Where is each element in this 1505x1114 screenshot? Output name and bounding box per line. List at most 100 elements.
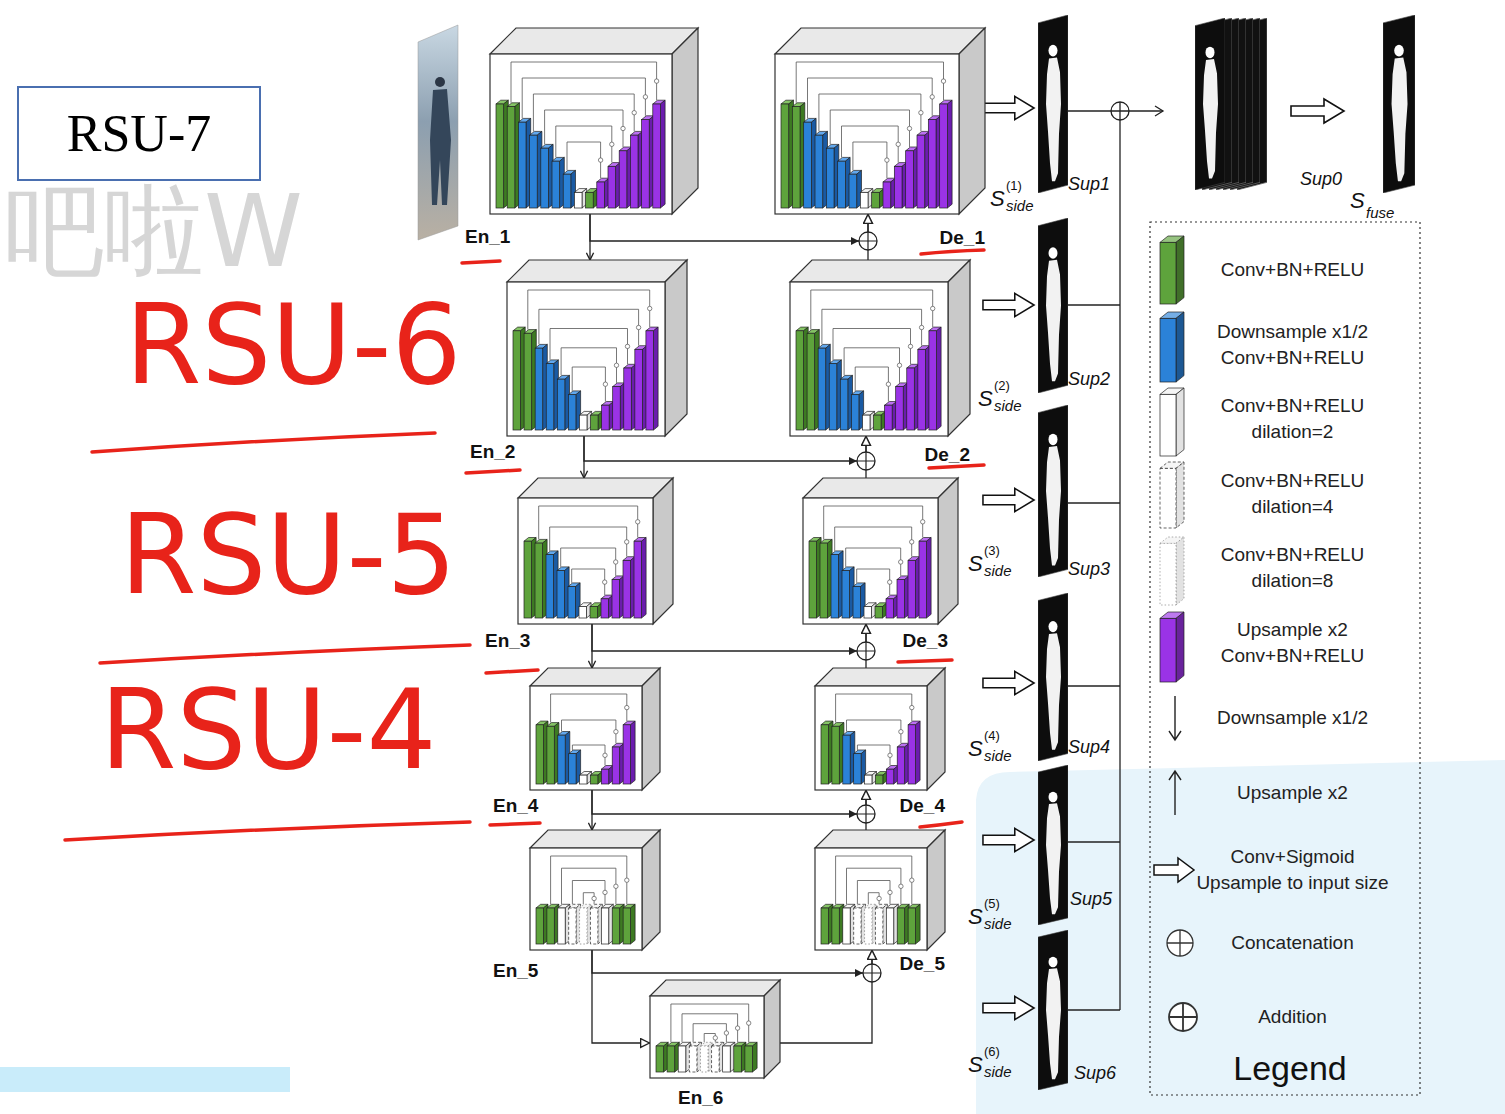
bar-front [535, 348, 543, 430]
legend-swatch [1150, 913, 1210, 973]
residual-line [551, 856, 627, 904]
block-drawing [650, 980, 780, 1078]
bar-front [623, 908, 630, 944]
concat-dot [921, 520, 925, 524]
concat-dot [896, 142, 900, 146]
bar-front [826, 148, 834, 208]
bar-front [1160, 618, 1176, 682]
bar-front [623, 725, 630, 784]
residual-line [833, 329, 911, 365]
connector-line [584, 436, 857, 461]
legend-swatch [1150, 535, 1194, 611]
bar-front [832, 726, 839, 784]
box-front [775, 54, 959, 214]
bar-front [843, 908, 850, 944]
bar-side [947, 100, 952, 208]
concat-dot [899, 560, 903, 564]
box-side [653, 478, 673, 624]
bar-side [1176, 612, 1184, 682]
concat-dot [885, 158, 889, 162]
legend-swatch [1150, 234, 1194, 310]
bar-front [518, 122, 526, 208]
bar-side [631, 721, 636, 784]
connector [592, 624, 875, 660]
connector [780, 950, 872, 1043]
connector-line [592, 950, 863, 973]
concat-dot [931, 306, 935, 310]
residual-line [682, 1014, 738, 1043]
block-label: De_1 [940, 227, 985, 249]
bar-side [1176, 462, 1184, 528]
concat-dot [603, 753, 607, 757]
box-top [507, 260, 687, 282]
concat-dot [910, 878, 914, 882]
block-drawing [530, 830, 660, 950]
connector [866, 790, 867, 830]
legend-text: Conv+BN+RELU dilation=2 [1190, 393, 1395, 444]
bar-front [917, 135, 925, 208]
bar-front [608, 166, 616, 208]
residual-line [830, 110, 909, 147]
bar-front [653, 104, 661, 208]
concat-dot [747, 1021, 751, 1025]
bar-front [745, 1046, 753, 1072]
bar-front [897, 908, 904, 944]
concat-dot [907, 126, 911, 130]
connector-line [592, 624, 857, 651]
block-label: De_5 [900, 953, 945, 975]
bar-front [524, 333, 532, 430]
bar-front [862, 415, 870, 430]
bar-front [678, 1046, 686, 1072]
output-symbol: S [968, 904, 983, 929]
bar-side [1176, 388, 1184, 456]
box-side [938, 478, 958, 624]
bar-front [568, 587, 575, 618]
bar-front [865, 908, 872, 944]
block-drawing [803, 478, 958, 624]
concat-dot [910, 705, 914, 709]
bar-side [1176, 312, 1184, 382]
bar-front [865, 775, 872, 784]
residual-line [836, 694, 912, 723]
saliency-map [1038, 930, 1068, 1090]
connector-line [865, 624, 866, 642]
block-drawing [507, 260, 687, 436]
box-front [650, 996, 764, 1078]
block-drawing [790, 260, 970, 436]
block-arrow [1154, 858, 1194, 882]
output-symbol: S [1350, 188, 1365, 213]
concat-dot [598, 158, 602, 162]
bar-front [781, 104, 789, 208]
box-side [764, 980, 780, 1078]
bar-front [591, 415, 599, 430]
legend-text: Upsample x2 [1190, 780, 1395, 806]
output-subscript: side [984, 1063, 1012, 1080]
bar-front [908, 908, 915, 944]
supervision-name: Sup1 [1068, 174, 1110, 195]
concat-dot [919, 111, 923, 115]
residual-line [836, 856, 912, 904]
add-symbol [1169, 1003, 1197, 1031]
block-label: De_2 [925, 444, 970, 466]
concat-dot [941, 79, 945, 83]
fused-map [1383, 15, 1415, 193]
bar-side [1176, 537, 1184, 605]
block-label: En_3 [485, 630, 530, 652]
concat-dot [621, 126, 625, 130]
bar-front [513, 331, 521, 430]
legend-text: Conv+BN+RELU [1190, 257, 1395, 283]
concat-symbol [1167, 930, 1193, 956]
concat-dot [614, 560, 618, 564]
supervision-name: Sup4 [1068, 737, 1110, 758]
residual-line [796, 62, 943, 103]
bar-front [642, 120, 650, 208]
concat-dot [625, 344, 629, 348]
bar-front [496, 104, 504, 208]
bar-front [590, 908, 597, 944]
output-index: (4) [984, 729, 1000, 744]
output-subscript: side [994, 397, 1022, 414]
bar-front [874, 415, 882, 430]
bar-front [547, 908, 554, 944]
block-drawing [490, 28, 698, 214]
bar-front [689, 1046, 697, 1072]
